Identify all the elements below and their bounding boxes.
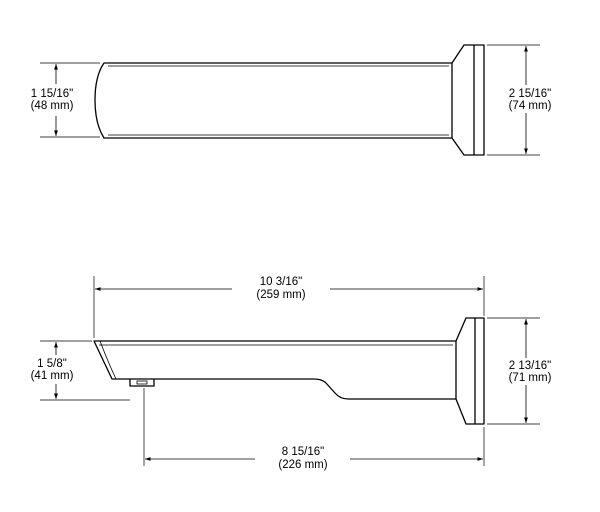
top-flange-diameter-dimension: 2 15/16" (74 mm) [487, 44, 552, 156]
top-flange [451, 44, 485, 156]
top-body-diameter-dimension: 1 15/16" (48 mm) [31, 62, 100, 138]
side-spout-body [93, 340, 457, 400]
side-overall-length-metric: (259 mm) [256, 289, 305, 301]
top-body-diameter-metric: (48 mm) [31, 100, 74, 112]
side-overall-length-dimension: 10 3/16" (259 mm) [93, 276, 485, 338]
side-spout-height-metric: (41 mm) [31, 370, 74, 382]
side-flange-height-metric: (71 mm) [509, 372, 552, 384]
side-overall-length-imperial: 10 3/16" [260, 276, 302, 288]
side-flange-height-imperial: 2 13/16" [509, 360, 551, 372]
side-outlet-to-wall-dimension: 8 15/16" (226 mm) [143, 388, 485, 471]
side-spout-height-dimension: 1 5/8" (41 mm) [31, 340, 130, 401]
side-flange [455, 317, 485, 425]
top-flange-diameter-metric: (74 mm) [509, 100, 552, 112]
side-outlet-to-wall-metric: (226 mm) [278, 459, 327, 471]
top-body-diameter-imperial: 1 15/16" [31, 88, 73, 100]
side-view: 10 3/16" (259 mm) 1 5/8" (41 mm) 2 13/16… [31, 276, 552, 471]
top-flange-diameter-imperial: 2 15/16" [509, 88, 551, 100]
side-aerator-outlet [129, 379, 155, 387]
top-view: 1 15/16" (48 mm) 2 15/16" (74 mm) [31, 44, 552, 156]
side-flange-height-dimension: 2 13/16" (71 mm) [487, 317, 552, 425]
top-spout-body [94, 62, 453, 139]
side-outlet-to-wall-imperial: 8 15/16" [282, 446, 324, 458]
side-spout-height-imperial: 1 5/8" [37, 358, 67, 370]
